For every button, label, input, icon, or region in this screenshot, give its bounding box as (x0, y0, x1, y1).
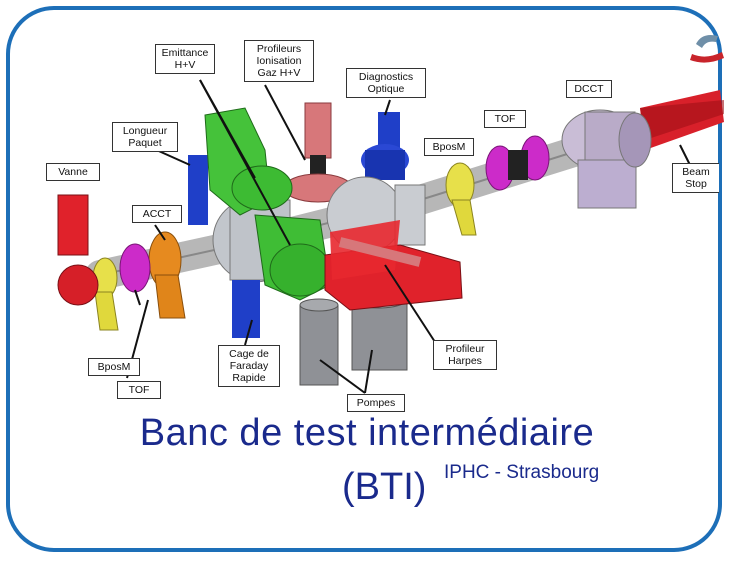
label-longueur-paquet: Longueur Paquet (112, 122, 178, 152)
label-dcct: DCCT (566, 80, 612, 98)
label-emittance: Emittance H+V (155, 44, 215, 74)
cage-faraday-device (232, 280, 260, 338)
label-pompes: Pompes (347, 394, 405, 412)
profileurs-gaz-device (283, 102, 353, 203)
label-profileurs: Profileurs Ionisation Gaz H+V (244, 40, 314, 82)
emittance-device (204, 107, 331, 301)
label-beam-stop: Beam Stop (672, 163, 719, 193)
dcct-device (561, 109, 652, 209)
label-acct: ACCT (132, 205, 182, 223)
subtitle: (BTI) (342, 466, 427, 508)
label-vanne: Vanne (46, 163, 100, 181)
logo-icon (690, 35, 724, 63)
label-bposm-bottom: BposM (88, 358, 140, 376)
main-title: Banc de test intermédiaire (139, 412, 595, 454)
profileur-harpes-device (324, 220, 463, 311)
label-tof-bottom: TOF (117, 381, 161, 399)
acct-device (148, 231, 186, 319)
label-tof-top: TOF (484, 110, 526, 128)
bposm-top-device (445, 162, 477, 236)
label-bposm-top: BposM (424, 138, 474, 156)
diagnostics-optique-device (361, 112, 409, 180)
organization-label: IPHC - Strasbourg (444, 462, 600, 483)
tof-bottom-ring (119, 243, 151, 293)
beam-stop-cone (640, 90, 724, 150)
label-cage-faraday: Cage de Faraday Rapide (218, 345, 280, 387)
label-profileur-harpes: Profileur Harpes (433, 340, 497, 370)
tof-top-rings (485, 135, 550, 191)
longueur-paquet-device (188, 155, 208, 225)
bposm-bottom-device (92, 257, 119, 331)
label-diagnostics: Diagnostics Optique (346, 68, 426, 98)
vanne-device (57, 194, 99, 306)
